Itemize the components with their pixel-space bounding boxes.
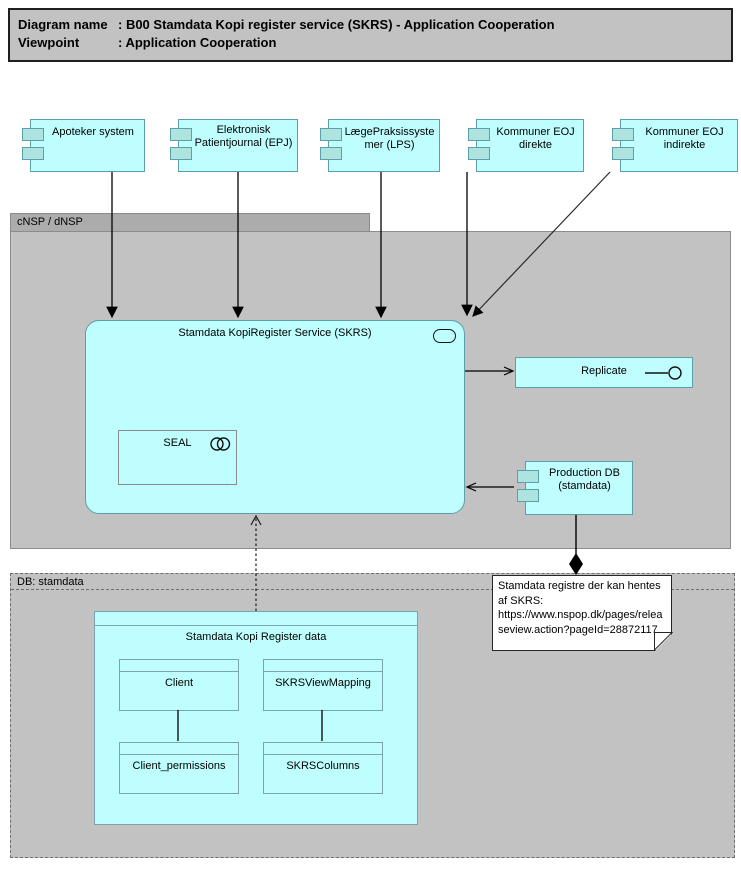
interface-lollipop-icon <box>645 366 682 380</box>
data-object-band <box>120 660 238 672</box>
component-tab-icon <box>170 128 192 141</box>
data-object-band <box>95 612 417 626</box>
data-object-title: Stamdata Kopi Register data <box>185 631 327 643</box>
component-tab-icon <box>612 128 634 141</box>
data-object-band <box>264 743 382 755</box>
data-object-client-permissions[interactable]: Client_permissions <box>119 742 239 794</box>
group-db-label: DB: stamdata <box>17 576 84 588</box>
diagram-name-value: : B00 Stamdata Kopi register service (SK… <box>118 17 555 32</box>
component-epj[interactable]: Elektronisk Patientjournal (EPJ) <box>170 119 298 172</box>
seal-box[interactable]: SEAL <box>118 430 237 485</box>
data-object-skrscolumns[interactable]: SKRSColumns <box>263 742 383 794</box>
note-fold-icon <box>654 632 673 651</box>
group-cnsp-tab[interactable]: cNSP / dNSP <box>10 213 370 231</box>
component-tab-icon <box>22 147 44 160</box>
diagram-name-label: Diagram name <box>18 17 108 32</box>
component-label: Apoteker system <box>52 126 134 138</box>
component-label: Kommuner EOJ indirekte <box>645 126 724 151</box>
replicate-label: Replicate <box>581 365 627 377</box>
replicate-box[interactable]: Replicate <box>515 357 693 388</box>
data-object-stamdata-kopi-register-data[interactable]: Stamdata Kopi Register data Client SKRSV… <box>94 611 418 825</box>
component-tab-icon <box>320 128 342 141</box>
component-tab-icon <box>320 147 342 160</box>
component-apoteker-system[interactable]: Apoteker system <box>22 119 145 172</box>
component-tab-icon <box>517 489 539 502</box>
data-object-band <box>264 660 382 672</box>
component-production-db[interactable]: Production DB (stamdata) <box>517 461 633 515</box>
viewpoint-label: Viewpoint <box>18 35 80 50</box>
component-label: LægePraksissystemer (LPS) <box>344 126 435 151</box>
component-kommuner-eoj-indirekte[interactable]: Kommuner EOJ indirekte <box>612 119 738 172</box>
component-tab-icon <box>170 147 192 160</box>
component-tab-icon <box>468 128 490 141</box>
data-object-client[interactable]: Client <box>119 659 239 711</box>
application-service-icon <box>433 329 456 343</box>
seal-label: SEAL <box>163 437 192 449</box>
note[interactable]: Stamdata registre der kan hentes af SKRS… <box>492 575 672 651</box>
collaboration-icon <box>210 437 231 451</box>
component-kommuner-eoj-direkte[interactable]: Kommuner EOJ direkte <box>468 119 584 172</box>
data-object-skrsviewmapping[interactable]: SKRSViewMapping <box>263 659 383 711</box>
data-object-label: SKRSColumns <box>286 760 360 772</box>
component-tab-icon <box>468 147 490 160</box>
data-object-label: Client <box>164 677 194 689</box>
data-object-label: Client_permissions <box>132 760 226 772</box>
group-cnsp-label: cNSP / dNSP <box>17 216 83 228</box>
diagram-title-block: Diagram name : B00 Stamdata Kopi registe… <box>8 8 733 62</box>
service-skrs-label: Stamdata KopiRegister Service (SKRS) <box>178 327 372 339</box>
component-label: Production DB (stamdata) <box>549 467 620 492</box>
data-object-label: SKRSViewMapping <box>275 677 371 689</box>
component-tab-icon <box>612 147 634 160</box>
component-label: Kommuner EOJ direkte <box>496 126 575 151</box>
note-text: Stamdata registre der kan hentes af SKRS… <box>498 580 663 636</box>
component-tab-icon <box>22 128 44 141</box>
data-object-band <box>120 743 238 755</box>
component-tab-icon <box>517 470 539 483</box>
component-lps[interactable]: LægePraksissystemer (LPS) <box>320 119 440 172</box>
component-label: Elektronisk Patientjournal (EPJ) <box>194 124 293 149</box>
viewpoint-value: : Application Cooperation <box>118 35 277 50</box>
